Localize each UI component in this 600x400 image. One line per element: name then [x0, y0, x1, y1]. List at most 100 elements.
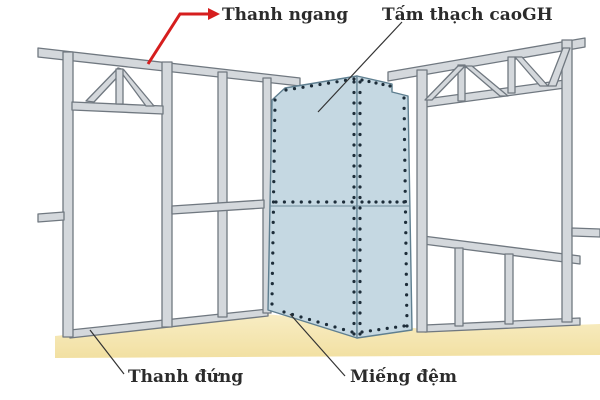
screw-dot — [350, 200, 354, 204]
screw-dot — [402, 106, 406, 110]
screw-dot — [272, 169, 276, 173]
nogging-left — [171, 199, 265, 215]
screw-dot — [273, 108, 277, 112]
screw-dot — [271, 251, 275, 255]
screw-dot — [352, 143, 356, 147]
screw-dot — [273, 118, 277, 122]
screw-dot — [352, 185, 356, 189]
screw-dot — [402, 117, 406, 121]
screw-dot — [358, 122, 362, 126]
screw-dot — [377, 328, 381, 332]
stud-middle — [217, 71, 228, 318]
screw-dot — [352, 101, 356, 105]
stud-leader — [89, 329, 125, 375]
screw-dot — [352, 332, 356, 336]
screw-dot — [271, 241, 275, 245]
screw-dot — [273, 98, 277, 102]
gypsum-board-panels — [267, 75, 413, 339]
screw-dot — [358, 153, 362, 158]
screw-dot — [307, 317, 312, 322]
screw-dot — [358, 90, 362, 95]
screw-dot — [352, 300, 356, 305]
stud-under-sill-2 — [504, 253, 514, 325]
screw-dot — [358, 258, 362, 263]
screw-dot — [403, 158, 407, 162]
screw-dot — [358, 311, 362, 315]
screw-dot — [352, 164, 356, 168]
right-truss-post-1 — [457, 64, 466, 102]
screw-dot — [388, 84, 392, 88]
screw-dot — [284, 88, 288, 92]
screws — [270, 77, 409, 336]
screw-dot — [271, 220, 275, 224]
screw-dot — [299, 315, 303, 319]
screw-dot — [405, 303, 409, 307]
screw-dot — [358, 216, 362, 221]
screw-dot — [358, 111, 362, 116]
right-top-rail — [387, 37, 586, 82]
screw-dot — [358, 174, 362, 179]
screw-dot — [358, 290, 362, 294]
screw-dot — [316, 320, 320, 324]
screw-dot — [271, 261, 275, 265]
screw-dot — [395, 200, 399, 204]
screw-dot — [358, 269, 362, 273]
screw-dot — [358, 195, 362, 200]
screw-dot — [358, 143, 362, 147]
screw-dot — [274, 200, 278, 204]
screw-dot — [352, 206, 356, 210]
screw-dot — [358, 332, 362, 336]
screw-dot — [301, 85, 305, 89]
screw-dot — [352, 132, 356, 137]
screw-dot — [282, 200, 286, 204]
screw-dot — [402, 127, 406, 131]
screw-dot — [403, 148, 407, 152]
screw-dot — [367, 200, 371, 204]
stud-under-sill-1 — [454, 247, 464, 327]
stud-right-corner — [416, 69, 428, 333]
screw-dot — [333, 325, 337, 329]
screw-dot — [358, 279, 362, 284]
screw-dot — [358, 164, 362, 168]
screw-dot — [326, 81, 331, 85]
screw-dot — [272, 139, 276, 143]
stud-right-edge — [561, 39, 573, 323]
screw-dot — [299, 200, 303, 204]
screw-dot — [272, 149, 276, 153]
screw-dot — [341, 327, 346, 332]
screw-dot — [270, 302, 274, 306]
screw-dot — [352, 195, 356, 200]
screw-dot — [358, 132, 362, 137]
screw-dot — [358, 185, 362, 189]
truss-post — [115, 68, 124, 105]
screw-dot — [352, 80, 356, 84]
screw-dot — [271, 200, 276, 204]
screw-dot — [394, 325, 398, 329]
screw-dot — [272, 180, 276, 184]
screw-dot — [291, 200, 295, 204]
screw-dot — [368, 329, 372, 333]
screw-dot — [403, 189, 407, 193]
screw-dot — [309, 84, 314, 88]
screw-dot — [367, 79, 371, 84]
screw-dot — [270, 292, 274, 296]
screw-dot — [402, 137, 407, 142]
screw-dot — [402, 324, 406, 328]
screw-dot — [352, 237, 356, 242]
right-stub — [571, 227, 600, 238]
screw-dot — [352, 227, 356, 231]
screw-dot — [358, 206, 362, 210]
screw-dot — [352, 77, 356, 81]
screw-dot — [381, 82, 385, 87]
screw-dot — [352, 248, 356, 252]
stud-left-edge — [62, 51, 74, 338]
top-rail-arrow — [146, 12, 208, 65]
screw-dot — [374, 200, 378, 204]
screw-dot — [352, 258, 356, 263]
screw-dot — [360, 200, 364, 204]
screw-dot — [402, 200, 406, 204]
screw-dot — [360, 78, 364, 82]
screw-dot — [270, 271, 274, 275]
